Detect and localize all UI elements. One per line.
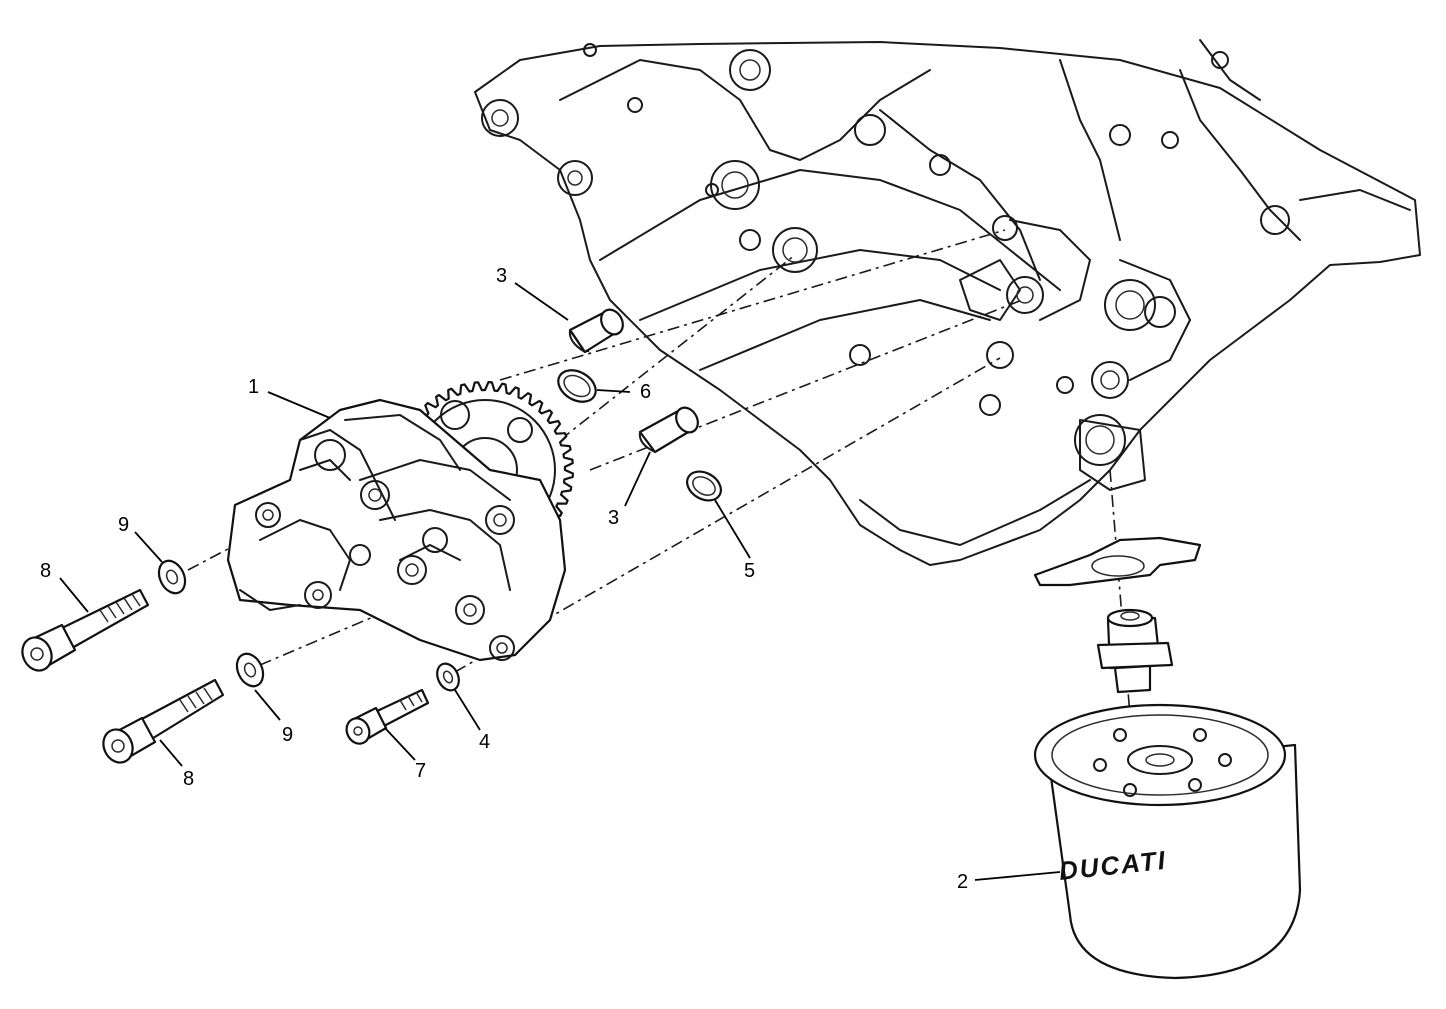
callout-8-lower: 8	[183, 768, 194, 790]
callout-9-lower: 9	[282, 724, 293, 746]
filter-nipple	[1096, 608, 1174, 694]
callout-4: 4	[479, 731, 490, 753]
callout-6: 6	[640, 381, 651, 403]
screw-7	[345, 688, 430, 745]
oil-filter-cartridge: DUCATI	[1033, 703, 1302, 980]
callout-3-lower: 3	[608, 507, 619, 529]
dowel-bush-upper	[568, 308, 624, 354]
callout-7: 7	[415, 760, 426, 782]
callout-5: 5	[744, 560, 755, 582]
oil-pump-assembly	[226, 381, 574, 662]
leader-lines	[59, 282, 1061, 881]
washer-9-lower	[235, 652, 265, 688]
o-ring-6	[557, 369, 597, 403]
screw-8-upper	[21, 588, 150, 672]
washer-9-upper	[157, 559, 187, 595]
callout-labels: 1 2 3 3 4 5 6 7 8 8 9 9	[40, 265, 968, 893]
screw-8-lower	[102, 678, 225, 764]
callout-1: 1	[248, 376, 259, 398]
callout-2: 2	[957, 871, 968, 893]
washer-4	[436, 662, 460, 692]
engine-crankcase	[474, 39, 1421, 566]
o-ring-5	[686, 470, 722, 502]
callout-3-upper: 3	[496, 265, 507, 287]
callout-9-upper: 9	[118, 514, 129, 536]
dowel-bush-lower	[638, 406, 699, 454]
callout-8-upper: 8	[40, 560, 51, 582]
filter-bracket	[1033, 536, 1202, 587]
